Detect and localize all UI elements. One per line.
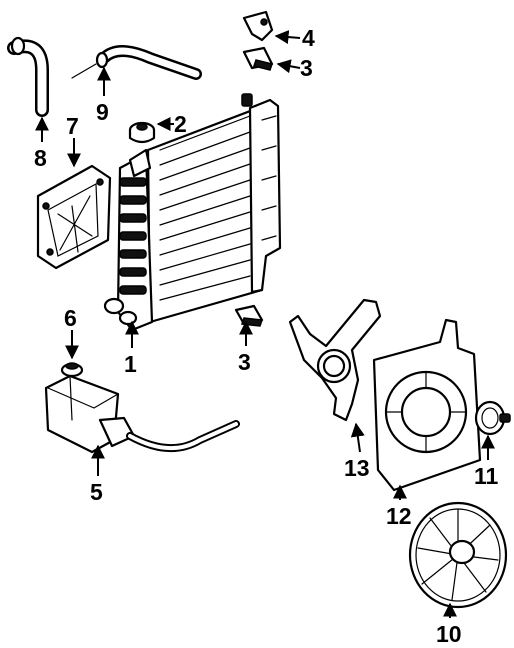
- upper-insulator: [242, 46, 274, 71]
- callout-labels: 1 2 3 3 4 5 6 7 8 9 10 11 12 13: [34, 25, 499, 647]
- callout-12: 12: [386, 503, 412, 529]
- lower-hose: [71, 45, 202, 80]
- reservoir-cap: [60, 362, 84, 378]
- fan-motor: [474, 400, 511, 436]
- callout-11: 11: [474, 463, 499, 489]
- callout-6: 6: [64, 305, 77, 331]
- fan-mounting-bracket: [288, 298, 382, 422]
- callout-2: 2: [174, 111, 187, 137]
- callout-leaders: [35, 30, 495, 618]
- coolant-reservoir: [44, 374, 240, 454]
- callout-5: 5: [90, 479, 103, 505]
- callout-1: 1: [124, 351, 137, 377]
- radiator-cap: [128, 121, 156, 144]
- callout-3b: 3: [238, 349, 251, 375]
- radiator: [103, 93, 282, 332]
- callout-8: 8: [34, 145, 47, 171]
- callout-10: 10: [436, 621, 462, 647]
- fan-blade: [408, 501, 508, 609]
- fan-shroud: [372, 318, 482, 492]
- air-deflector-panel: [36, 164, 112, 270]
- lower-insulator: [234, 304, 264, 327]
- callout-3a: 3: [300, 55, 313, 81]
- upper-mount-bracket: [242, 10, 274, 42]
- upper-hose: [7, 36, 49, 117]
- callout-7: 7: [66, 113, 79, 139]
- callout-4: 4: [302, 25, 315, 51]
- callout-9: 9: [96, 99, 109, 125]
- callout-13: 13: [344, 455, 370, 481]
